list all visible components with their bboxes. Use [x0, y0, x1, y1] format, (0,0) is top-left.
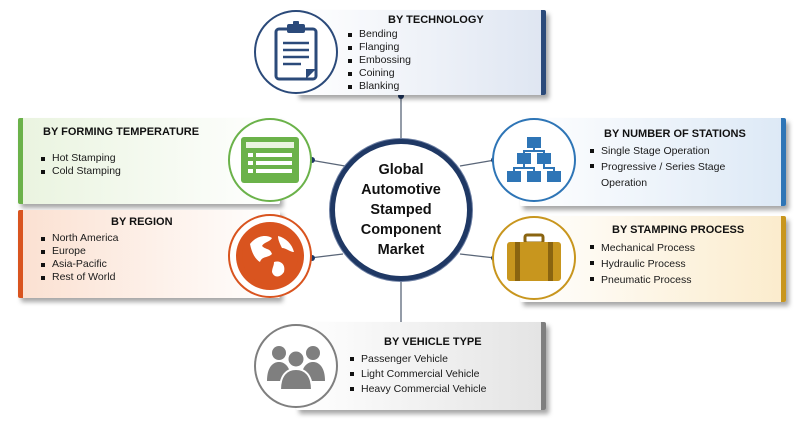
list-item: Europe: [39, 245, 119, 258]
center-title: Global Automotive Stamped Component Mark…: [360, 162, 442, 258]
list-item: Heavy Commercial Vehicle: [348, 382, 486, 397]
technology-title: BY TECHNOLOGY: [388, 14, 484, 26]
connector-region: [309, 253, 344, 259]
list-item: North America: [39, 232, 119, 245]
stamping-process-icon-circle: [492, 216, 576, 300]
form-list-icon: [236, 126, 304, 194]
region-title: BY REGION: [111, 216, 173, 228]
connector-forming-temperature: [309, 159, 346, 167]
list-item: Rest of World: [39, 271, 119, 284]
list-item: Flanging: [346, 41, 411, 54]
forming-temperature-list: Hot Stamping Cold Stamping: [39, 152, 121, 178]
forming-temperature-title: BY FORMING TEMPERATURE: [43, 126, 200, 138]
number-of-stations-title: BY NUMBER OF STATIONS: [604, 128, 746, 140]
list-item: Mechanical Process: [588, 240, 695, 256]
center-hub-circle: Global Automotive Stamped Component Mark…: [330, 139, 472, 281]
vehicle-type-icon-circle: [254, 324, 338, 408]
technology-icon-circle: [254, 10, 338, 94]
list-item: Bending: [346, 28, 411, 41]
list-item: Passenger Vehicle: [348, 352, 486, 367]
vehicle-type-list: Passenger Vehicle Light Commercial Vehic…: [348, 352, 486, 397]
list-item: Single Stage Operation: [588, 144, 768, 159]
list-item: Asia-Pacific: [39, 258, 119, 271]
stamping-process-list: Mechanical Process Hydraulic Process Pne…: [588, 240, 695, 288]
briefcase-icon: [500, 224, 568, 292]
globe-icon: [236, 222, 304, 290]
technology-list: Bending Flanging Embossing Coining Blank…: [346, 28, 411, 93]
clipboard-icon: [262, 18, 330, 86]
list-item: Hot Stamping: [39, 152, 121, 165]
list-item: Coining: [346, 67, 411, 80]
list-item: Blanking: [346, 80, 411, 93]
list-item: Progressive / Series Stage Operation: [588, 159, 768, 191]
connector-stamping-process: [459, 253, 496, 259]
vehicle-type-title: BY VEHICLE TYPE: [384, 336, 482, 348]
stamping-process-title: BY STAMPING PROCESS: [612, 224, 745, 236]
connector-stations: [459, 159, 496, 167]
list-item: Light Commercial Vehicle: [348, 367, 486, 382]
number-of-stations-list: Single Stage Operation Progressive / Ser…: [588, 144, 768, 191]
list-item: Hydraulic Process: [588, 256, 695, 272]
list-item: Pneumatic Process: [588, 272, 695, 288]
people-group-icon: [262, 332, 330, 400]
number-of-stations-icon-circle: [492, 118, 576, 202]
region-list: North America Europe Asia-Pacific Rest o…: [39, 232, 119, 284]
list-item: Embossing: [346, 54, 411, 67]
hierarchy-icon: [500, 126, 568, 194]
forming-temperature-icon-circle: [228, 118, 312, 202]
region-icon-circle: [228, 214, 312, 298]
list-item: Cold Stamping: [39, 165, 121, 178]
